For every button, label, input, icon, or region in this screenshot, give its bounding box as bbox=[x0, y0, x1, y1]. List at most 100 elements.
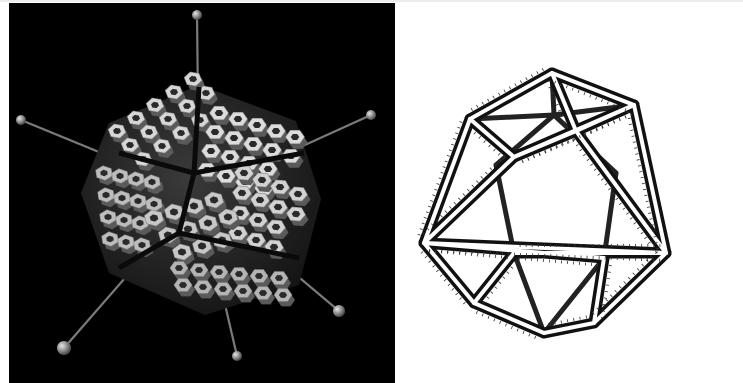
hatch-mark bbox=[488, 316, 489, 319]
hatch-mark bbox=[633, 273, 635, 275]
hatch-mark bbox=[455, 133, 458, 134]
icosahedron-edge-highlight bbox=[470, 119, 514, 157]
hatch-mark bbox=[444, 279, 446, 281]
hatch-mark bbox=[511, 267, 513, 269]
hatch-mark bbox=[628, 118, 631, 119]
hatch-mark bbox=[481, 176, 483, 178]
virus-capsid-panel bbox=[9, 3, 395, 383]
hatch-mark bbox=[642, 264, 644, 266]
hatch-mark bbox=[482, 314, 483, 317]
hatch-mark bbox=[598, 174, 600, 176]
hatch-mark bbox=[634, 222, 636, 224]
hatch-mark bbox=[498, 93, 500, 96]
hatch-mark bbox=[633, 142, 636, 143]
hatch-mark bbox=[449, 206, 451, 208]
hatch-mark bbox=[445, 211, 447, 213]
hatch-mark bbox=[590, 164, 592, 166]
hatch-mark bbox=[576, 144, 578, 146]
hatch-mark bbox=[449, 150, 452, 151]
hatch-mark bbox=[583, 154, 585, 156]
hatch-mark bbox=[428, 206, 431, 207]
hatch-mark bbox=[637, 268, 639, 270]
hatch-mark bbox=[460, 122, 463, 123]
hatch-mark bbox=[580, 149, 582, 151]
hatch-mark bbox=[628, 277, 630, 279]
hatch-mark bbox=[523, 331, 524, 334]
hatch-mark bbox=[459, 298, 461, 300]
hatch-mark bbox=[580, 317, 581, 320]
hatch-mark bbox=[448, 284, 450, 286]
hatch-mark bbox=[520, 81, 521, 84]
hatch-mark bbox=[619, 118, 620, 121]
hatch-mark bbox=[420, 229, 423, 230]
hatch-mark bbox=[479, 136, 481, 138]
hatch-mark bbox=[606, 285, 609, 286]
hatch-mark bbox=[467, 189, 469, 191]
hatch-mark bbox=[511, 326, 512, 329]
hatch-mark bbox=[507, 272, 509, 274]
hatch-mark bbox=[574, 318, 575, 321]
hatch-mark bbox=[619, 203, 621, 205]
hatch-mark bbox=[495, 287, 497, 289]
hatch-mark bbox=[601, 317, 604, 318]
hatch-mark bbox=[482, 102, 484, 105]
hatch-mark bbox=[493, 96, 495, 99]
hatch-mark bbox=[504, 90, 505, 93]
icosahedron-edge-highlight bbox=[474, 253, 514, 303]
top-divider bbox=[0, 0, 743, 2]
hatch-mark bbox=[477, 105, 479, 108]
hatch-mark bbox=[635, 154, 638, 155]
hatch-mark bbox=[643, 189, 646, 190]
fiber-knob bbox=[333, 305, 345, 317]
hatch-mark bbox=[494, 319, 495, 322]
hatch-mark bbox=[535, 336, 536, 339]
hatch-mark bbox=[443, 167, 446, 168]
hatch-mark bbox=[506, 324, 507, 327]
hatch-mark bbox=[596, 97, 597, 100]
hatch-mark bbox=[433, 265, 435, 267]
hatch-mark bbox=[463, 302, 465, 304]
hatch-mark bbox=[642, 183, 645, 184]
hatch-mark bbox=[607, 278, 610, 279]
hatch-mark bbox=[623, 208, 625, 210]
hatch-mark bbox=[457, 127, 460, 128]
hatch-mark bbox=[476, 181, 478, 183]
hatch-mark bbox=[626, 213, 628, 215]
icosahedron-illustration bbox=[404, 3, 734, 383]
hatch-mark bbox=[602, 311, 605, 312]
hatch-mark bbox=[542, 68, 544, 71]
hatch-mark bbox=[590, 95, 591, 98]
hatch-mark bbox=[515, 84, 517, 87]
hatch-mark bbox=[494, 149, 496, 151]
hatch-mark bbox=[641, 177, 644, 178]
hatch-mark bbox=[529, 334, 530, 337]
hatch-mark bbox=[587, 159, 589, 161]
hatch-mark bbox=[608, 188, 610, 190]
virus-capsid-illustration bbox=[9, 3, 395, 383]
hatch-mark bbox=[451, 144, 454, 145]
hatch-mark bbox=[421, 252, 423, 254]
hatch-mark bbox=[638, 166, 641, 167]
hatch-mark bbox=[608, 272, 611, 273]
hatch-mark bbox=[630, 218, 632, 220]
hatch-mark bbox=[637, 227, 639, 229]
hatch-mark bbox=[434, 189, 437, 190]
hatch-mark bbox=[422, 223, 425, 224]
hatch-mark bbox=[517, 329, 518, 332]
hatch-mark bbox=[561, 320, 562, 323]
capsomer bbox=[274, 289, 295, 307]
hatch-mark bbox=[629, 124, 632, 125]
hatch-mark bbox=[615, 290, 617, 292]
hatch-mark bbox=[566, 85, 567, 88]
hatch-mark bbox=[537, 71, 538, 74]
hatch-mark bbox=[476, 311, 477, 314]
hatch-mark bbox=[437, 184, 440, 185]
hatch-mark bbox=[630, 130, 633, 131]
hatch-mark bbox=[601, 99, 602, 102]
hatch-mark bbox=[471, 108, 472, 111]
hatch-mark bbox=[418, 234, 421, 235]
hatch-mark bbox=[440, 215, 442, 217]
hatch-mark bbox=[644, 195, 647, 196]
hatch-mark bbox=[604, 298, 607, 299]
hatch-mark bbox=[452, 288, 454, 290]
